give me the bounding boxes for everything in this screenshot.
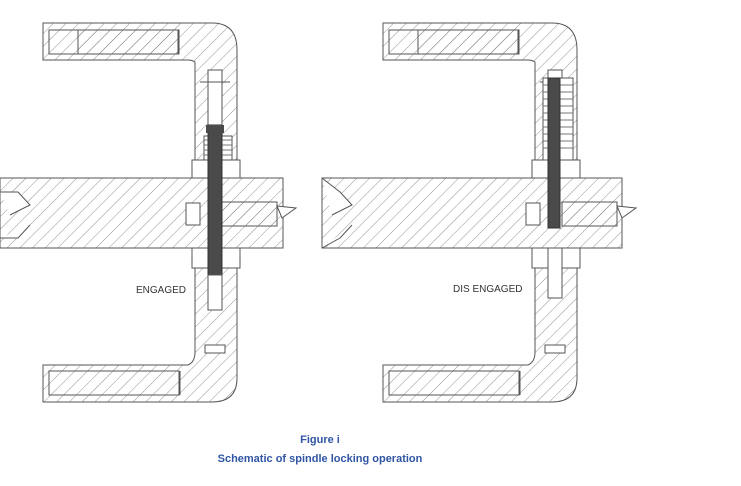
figure-title: Figure i xyxy=(300,434,340,446)
disengaged-label: DIS ENGAGED xyxy=(453,284,523,295)
spindle-bar xyxy=(321,177,623,249)
figure-caption: Schematic of spindle locking operation xyxy=(217,453,423,465)
locking-pin xyxy=(207,124,223,276)
disengaged-assembly xyxy=(321,22,638,403)
engaged-assembly xyxy=(0,22,298,403)
engaged-label: ENGAGED xyxy=(136,285,187,296)
locking-pin xyxy=(547,77,561,229)
